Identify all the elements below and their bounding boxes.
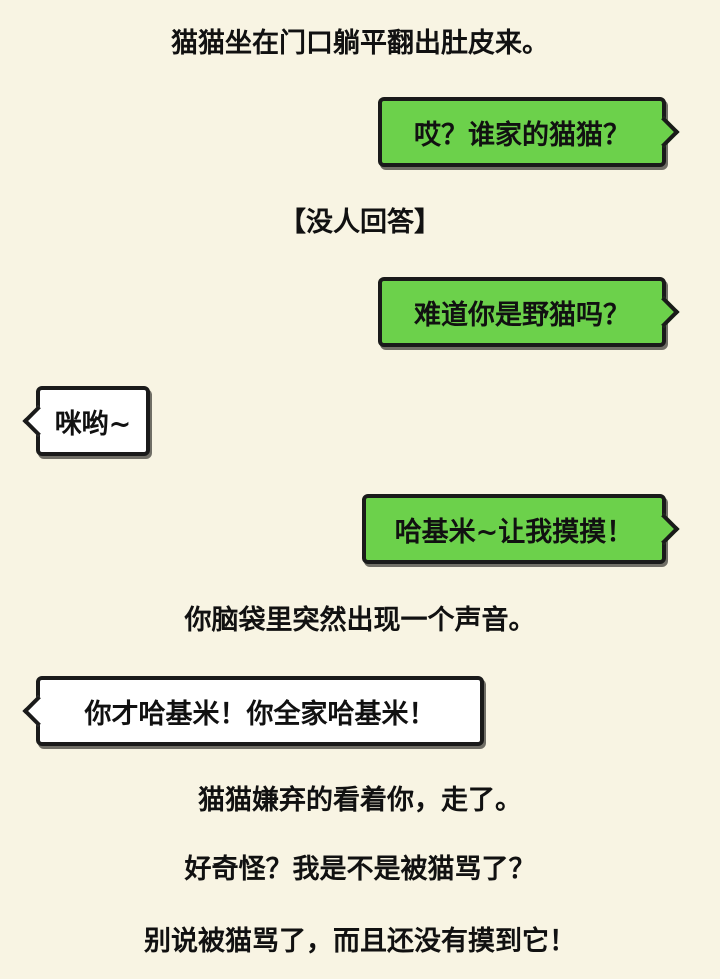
chat-bubble-text: 哈基米~让我摸摸！	[394, 516, 634, 548]
narration-line: 【没人回答】	[279, 207, 441, 238]
chat-bubble-text: 你才哈基米！你全家哈基米！	[84, 698, 436, 730]
bubble-tail	[648, 513, 680, 545]
bubble-tail	[22, 405, 54, 437]
bubble-tail	[22, 695, 54, 727]
bubble-tail	[648, 296, 680, 328]
bubble-tail	[648, 116, 680, 148]
narration-line: 猫猫坐在门口躺平翻出肚皮来。	[171, 28, 549, 59]
chat-bubble-cat: 咪哟~	[22, 386, 150, 456]
chat-bubble-text: 哎？谁家的猫猫？	[414, 119, 630, 151]
narration-line: 别说被猫骂了，而且还没有摸到它！	[144, 926, 576, 957]
chat-bubble-cat: 你才哈基米！你全家哈基米！	[22, 676, 484, 746]
chat-bubble-me: 难道你是野猫吗？	[378, 277, 680, 347]
narration-line: 好奇怪？我是不是被猫骂了？	[184, 854, 536, 885]
chat-bubble-text: 难道你是野猫吗？	[414, 299, 630, 331]
chat-bubble-me: 哈基米~让我摸摸！	[362, 494, 680, 564]
narration-line: 猫猫嫌弃的看着你，走了。	[198, 785, 522, 816]
chat-bubble-me: 哎？谁家的猫猫？	[378, 97, 680, 167]
chat-bubble-text: 咪哟~	[54, 408, 132, 440]
narration-line: 你脑袋里突然出现一个声音。	[184, 605, 536, 636]
